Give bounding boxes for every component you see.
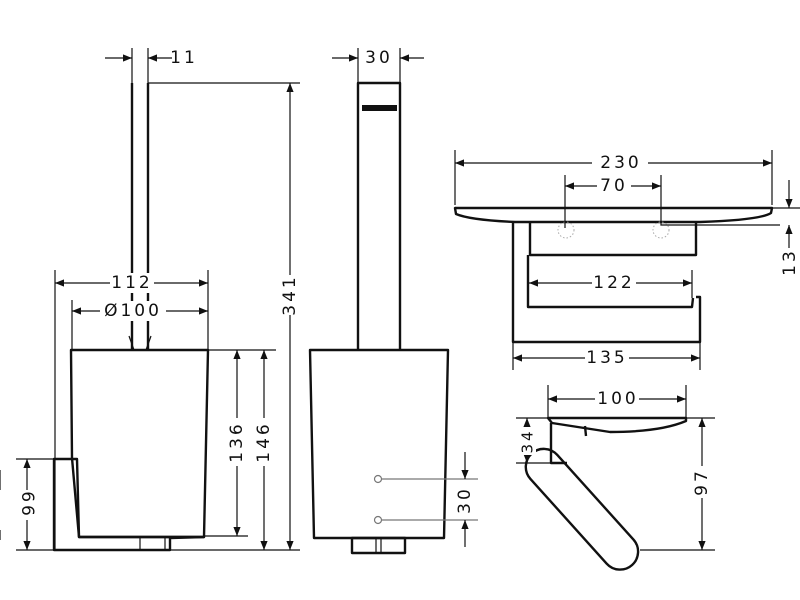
dim-97-label: 97 bbox=[692, 468, 712, 496]
paper-holder-side-view: 100 34 97 bbox=[516, 385, 715, 571]
brush-container bbox=[69, 348, 210, 539]
dim-11-label: 11 bbox=[170, 48, 198, 68]
dim-66-label: 66 bbox=[17, 491, 37, 519]
dim-146-label: 146 bbox=[254, 421, 274, 462]
dim-122-label: 122 bbox=[593, 273, 634, 293]
dim-30-top-label: 30 bbox=[365, 48, 393, 68]
dim-135-label: 135 bbox=[586, 348, 627, 368]
front-handle bbox=[356, 81, 402, 350]
wall-plate bbox=[52, 457, 206, 552]
mount-box bbox=[528, 222, 698, 257]
dim-70-label: 70 bbox=[600, 176, 628, 196]
dim-30-side-label: 30 bbox=[455, 486, 475, 514]
paper-holder-front-view: 230 70 122 135 13 bbox=[453, 150, 800, 370]
side-shelf bbox=[546, 416, 688, 434]
brush-holder-front-view: 30 30 bbox=[308, 48, 478, 555]
shelf-plate bbox=[453, 206, 774, 224]
dim-13-label: 13 bbox=[780, 248, 800, 276]
dim-230-label: 230 bbox=[600, 153, 641, 173]
dim-136-label: 136 bbox=[227, 421, 247, 462]
dim-34-label: 34 bbox=[519, 428, 537, 453]
dim-100-label: 100 bbox=[597, 389, 638, 409]
roll-bar bbox=[526, 255, 695, 309]
dim-diameter-label: Ø100 bbox=[104, 301, 162, 321]
slanted-roll bbox=[524, 447, 640, 571]
brush-holder-side-view: 11 341 112 Ø100 136 146 66 bbox=[0, 48, 300, 552]
dim-112-label: 112 bbox=[111, 273, 152, 293]
front-container bbox=[308, 348, 450, 540]
dim-341-label: 341 bbox=[280, 274, 300, 315]
